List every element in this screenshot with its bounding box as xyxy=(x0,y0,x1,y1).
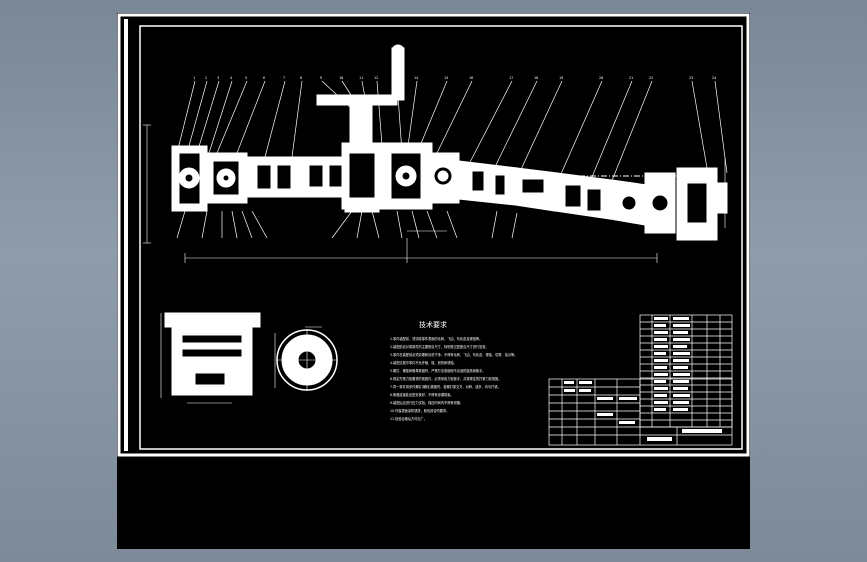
section-view xyxy=(160,312,261,404)
svg-text:20: 20 xyxy=(599,76,603,80)
title-block-fill xyxy=(564,381,722,441)
parts-list-fill xyxy=(654,317,690,411)
dimension-lines xyxy=(143,124,726,263)
svg-text:23: 23 xyxy=(689,76,693,80)
svg-text:18: 18 xyxy=(534,76,538,80)
note-line: 2.装配前应对零部件的主要配合尺寸，特别是过盈配合尺寸进行复查。 xyxy=(390,344,489,349)
svg-text:15: 15 xyxy=(444,76,448,80)
note-line: 5.螺钉、螺栓和螺母紧固时，严禁打击或使用不合适的旋具和扳手。 xyxy=(390,368,485,373)
svg-text:6: 6 xyxy=(263,76,265,80)
svg-text:21: 21 xyxy=(629,76,633,80)
svg-text:8: 8 xyxy=(300,76,302,80)
note-line: 8.管路连接处应密封良好，不得有渗漏现象。 xyxy=(390,392,454,397)
svg-text:2: 2 xyxy=(205,76,207,80)
note-line: 6.规定拧紧力矩要求的紧固件，必须采用力矩扳手，并按规定的拧紧力矩紧固。 xyxy=(390,376,501,381)
svg-text:7: 7 xyxy=(283,76,285,80)
main-assembly xyxy=(171,44,728,241)
leader-lines xyxy=(176,80,728,239)
svg-text:1: 1 xyxy=(193,76,195,80)
drawing-area-frame xyxy=(139,25,743,450)
note-line: 7.同一零件用多件螺钉(螺栓)紧固时，各螺钉需交叉、对称、逐步、均匀拧紧。 xyxy=(390,384,501,389)
svg-text:22: 22 xyxy=(649,76,653,80)
svg-text:4: 4 xyxy=(230,76,232,80)
svg-text:19: 19 xyxy=(559,76,563,80)
note-line: 11.检验合格后方可出厂。 xyxy=(390,416,427,421)
svg-text:12: 12 xyxy=(374,76,378,80)
svg-text:14: 14 xyxy=(414,76,418,80)
circle-section xyxy=(274,326,338,391)
outer-frame xyxy=(117,13,750,457)
title-block xyxy=(548,378,733,446)
note-line: 9.装配后应进行压力试验，保压时间内不得有泄漏。 xyxy=(390,400,463,405)
svg-text:16: 16 xyxy=(469,76,473,80)
svg-text:24: 24 xyxy=(712,76,716,80)
svg-text:9: 9 xyxy=(320,76,322,80)
note-line: 4.装配过程中零件不允许磕、碰、划伤和锈蚀。 xyxy=(390,360,457,365)
svg-text:17: 17 xyxy=(509,76,513,80)
note-line: 10.外露表面涂防锈漆，颜色按合同要求。 xyxy=(390,408,449,413)
note-line: 3.零件在装配前必须清理和清洗干净，不得有毛刺、飞边、氧化皮、锈蚀、切屑、油污等… xyxy=(390,352,517,357)
svg-text:3: 3 xyxy=(217,76,219,80)
technical-notes: 技术要求 1.零件装配前，须清除零件表面的毛刺、飞边、氧化皮及锈蚀等。 2.装配… xyxy=(390,320,517,421)
svg-text:5: 5 xyxy=(245,76,247,80)
svg-text:10: 10 xyxy=(339,76,343,80)
notes-heading: 技术要求 xyxy=(419,320,447,329)
svg-text:13: 13 xyxy=(394,76,398,80)
note-line: 1.零件装配前，须清除零件表面的毛刺、飞边、氧化皮及锈蚀等。 xyxy=(390,336,482,341)
inner-frame xyxy=(124,19,128,451)
parts-list-table xyxy=(639,314,733,428)
svg-text:11: 11 xyxy=(359,76,363,80)
